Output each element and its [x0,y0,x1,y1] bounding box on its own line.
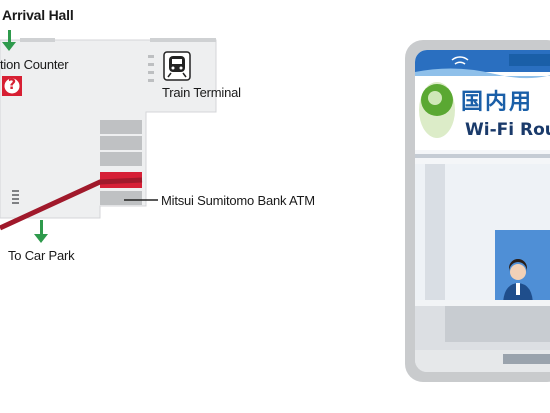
information-counter-label: tion Counter [0,57,69,72]
train-icon [163,51,191,81]
wifi-signal-icon [451,56,469,65]
arrival-arrow-icon [8,30,11,42]
car-park-arrow-head-icon [34,234,48,243]
arrival-arrow-head-icon [2,42,16,51]
car-park-label: To Car Park [8,248,75,263]
information-icon [2,76,22,96]
walking-route [0,177,143,231]
map-graphic [0,38,217,231]
atm-stack-block [100,191,142,205]
map-mark [148,55,154,58]
map-wall [20,38,55,42]
wifi-router-icon [419,82,455,138]
atm-stack-block [100,152,142,166]
photo-scene: 国内用 Wi-Fi Rou [415,50,550,372]
booth-beam [415,154,550,158]
information-icon-glyph: ? [7,77,17,93]
sign-brand-bar [509,54,550,66]
escalator-mark [12,198,19,200]
atm-stack-block [100,120,142,134]
airport-floor-map: Arrival Hall tion Counter ? Train Termin… [0,7,315,263]
wifi-counter-photo: 国内用 Wi-Fi Rou [405,40,550,382]
escalator-mark [12,202,19,204]
car-park-arrow-icon [40,220,43,234]
bank-atm-label: Mitsui Sumitomo Bank ATM [161,193,315,208]
map-wall [150,38,216,42]
train-terminal-label: Train Terminal [162,85,241,100]
counter-logo-bar [503,354,550,364]
sign-wave [415,68,550,79]
booth-wall-shade [425,164,445,304]
sign-english-text: Wi-Fi Rou [465,120,550,140]
map-mark [148,71,154,74]
map-mark [148,63,154,66]
counter-top [415,300,550,306]
atm-stack-block [100,136,142,150]
escalator-mark [12,190,19,192]
photo-graphic [415,50,550,372]
map-mark [148,79,154,82]
counter-glass [445,306,550,342]
arrival-hall-label: Arrival Hall [2,7,74,23]
escalator-mark [12,194,19,196]
sign-japanese-text: 国内用 [461,90,534,115]
